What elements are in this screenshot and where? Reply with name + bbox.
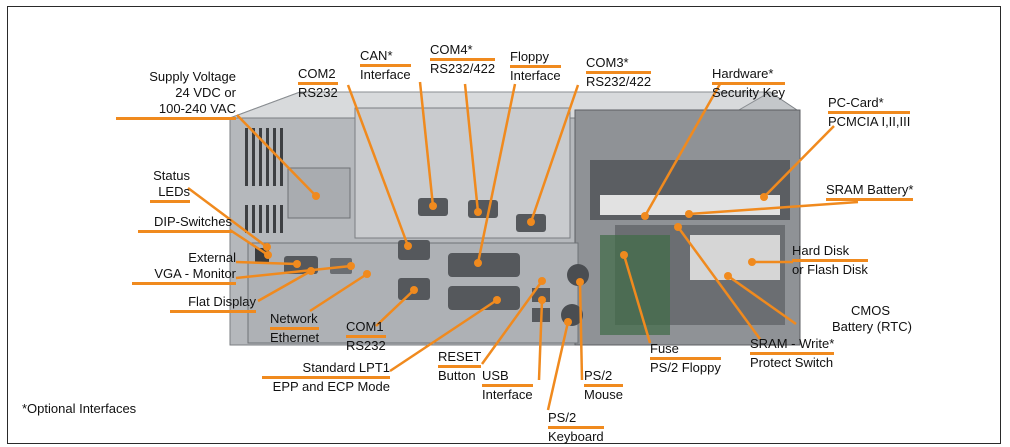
label-com2: COM2 RS232 <box>298 66 338 100</box>
label-cmos: CMOS Battery (RTC) <box>832 303 912 334</box>
label-usb: USB Interface <box>482 368 533 402</box>
label-lpt1: Standard LPT1 EPP and ECP Mode <box>262 360 390 395</box>
label-flat-display: Flat Display <box>170 294 256 313</box>
label-sram-battery: SRAM Battery* <box>826 182 914 201</box>
label-pc-card: PC-Card* PCMCIA I,II,III <box>828 95 911 129</box>
label-com1: COM1 RS232 <box>346 319 386 353</box>
leader-dots <box>263 192 768 326</box>
label-can: CAN* Interface <box>360 48 411 82</box>
label-fuse: Fuse PS/2 Floppy <box>650 341 721 375</box>
label-ps2-mouse: PS/2 Mouse <box>584 368 624 402</box>
label-external-vga: External VGA - Monitor <box>132 250 236 285</box>
label-dip-switches: DIP-Switches <box>138 214 232 233</box>
label-reset: RESET Button <box>438 349 482 383</box>
label-network: Network Ethernet <box>270 311 320 345</box>
label-floppy: Floppy Interface <box>510 49 561 83</box>
label-hard-disk: Hard Disk or Flash Disk <box>792 243 868 277</box>
label-sram-write: SRAM - Write* Protect Switch <box>750 336 835 370</box>
label-com3: COM3* RS232/422 <box>586 55 652 89</box>
label-status-leds: Status LEDs <box>150 168 190 203</box>
label-ps2-keyboard: PS/2 Keyboard <box>548 410 604 444</box>
label-com4: COM4* RS232/422 <box>430 42 496 76</box>
label-hardware-key: Hardware* Security Key <box>712 66 785 100</box>
label-supply-voltage: Supply Voltage 24 VDC or 100-240 VAC <box>116 69 236 120</box>
footnote: *Optional Interfaces <box>22 401 137 416</box>
leader-lines <box>187 81 859 411</box>
